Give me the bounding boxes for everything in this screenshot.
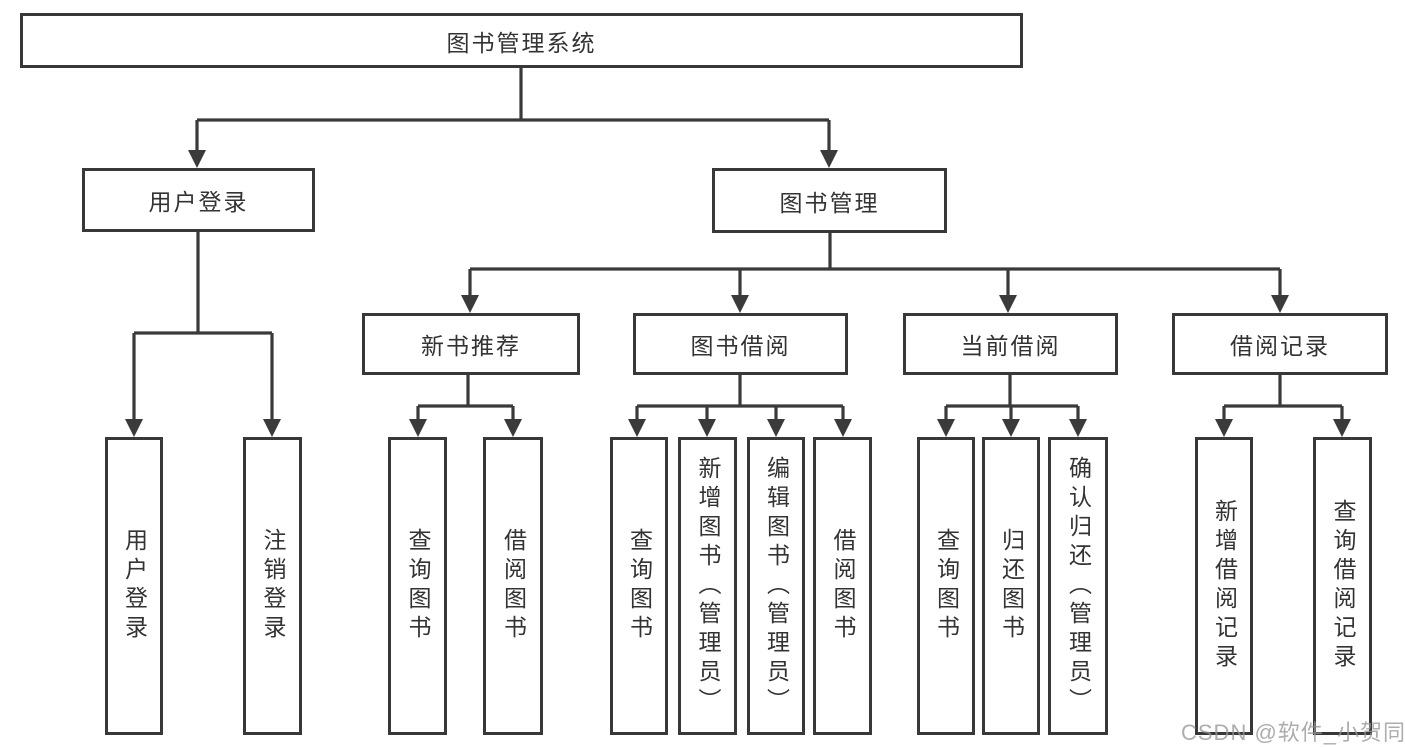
leaf-borrow-query-label: 查询图书 [626, 528, 653, 644]
node-book-management: 图书管理 [712, 168, 947, 233]
leaf-current-query: 查询图书 [917, 437, 975, 735]
leaf-newbook-borrow-label: 借阅图书 [500, 528, 527, 644]
leaf-record-add: 新增借阅记录 [1195, 437, 1253, 735]
leaf-newbook-query: 查询图书 [388, 437, 447, 735]
leaf-borrow-book: 借阅图书 [813, 437, 872, 735]
node-borrow-record-label: 借阅记录 [1230, 333, 1330, 359]
node-current-borrow-label: 当前借阅 [960, 333, 1061, 359]
connector-new-book-children [409, 375, 522, 437]
node-book-borrow: 图书借阅 [633, 313, 848, 375]
leaf-borrow-edit-admin-label: 编辑图书（管理员） [763, 455, 790, 717]
connector-book-borrow-children [628, 375, 852, 437]
node-book-borrow-label: 图书借阅 [690, 333, 791, 359]
leaf-return-book: 归还图书 [982, 437, 1040, 735]
node-user-login-label: 用户登录 [148, 189, 249, 215]
leaf-return-book-label: 归还图书 [998, 528, 1025, 644]
connector-current-borrow-children [937, 375, 1087, 437]
node-current-borrow: 当前借阅 [903, 313, 1118, 375]
node-new-book-recommend: 新书推荐 [362, 313, 580, 375]
leaf-current-query-label: 查询图书 [933, 528, 960, 644]
leaf-user-login-label: 用户登录 [121, 528, 148, 644]
connector-user-login-children [125, 232, 281, 437]
leaf-confirm-return-admin-label: 确认归还（管理员） [1065, 455, 1092, 717]
connector-borrow-record-children [1215, 375, 1351, 437]
leaf-borrow-add-admin: 新增图书（管理员） [678, 437, 737, 735]
node-book-management-label: 图书管理 [779, 189, 880, 216]
node-root-label: 图书管理系统 [446, 29, 597, 56]
node-borrow-record: 借阅记录 [1172, 313, 1388, 375]
leaf-confirm-return-admin: 确认归还（管理员） [1048, 437, 1108, 735]
connector-book-mgmt-children [461, 233, 1289, 313]
connector-root-to-level2 [188, 68, 838, 168]
node-user-login: 用户登录 [82, 168, 315, 232]
leaf-record-add-label: 新增借阅记录 [1211, 499, 1238, 673]
leaf-borrow-add-admin-label: 新增图书（管理员） [695, 455, 721, 717]
node-new-book-recommend-label: 新书推荐 [421, 333, 521, 359]
leaf-logout-label: 注销登录 [260, 528, 286, 644]
leaf-borrow-book-label: 借阅图书 [830, 528, 856, 644]
leaf-newbook-query-label: 查询图书 [405, 528, 431, 644]
node-root-library-system: 图书管理系统 [20, 13, 1023, 68]
leaf-record-query-label: 查询借阅记录 [1330, 499, 1356, 673]
leaf-logout: 注销登录 [243, 437, 302, 735]
leaf-user-login: 用户登录 [105, 437, 163, 735]
leaf-borrow-edit-admin: 编辑图书（管理员） [747, 437, 805, 735]
leaf-newbook-borrow: 借阅图书 [483, 437, 543, 735]
leaf-record-query: 查询借阅记录 [1313, 437, 1372, 735]
leaf-borrow-query: 查询图书 [610, 437, 668, 735]
